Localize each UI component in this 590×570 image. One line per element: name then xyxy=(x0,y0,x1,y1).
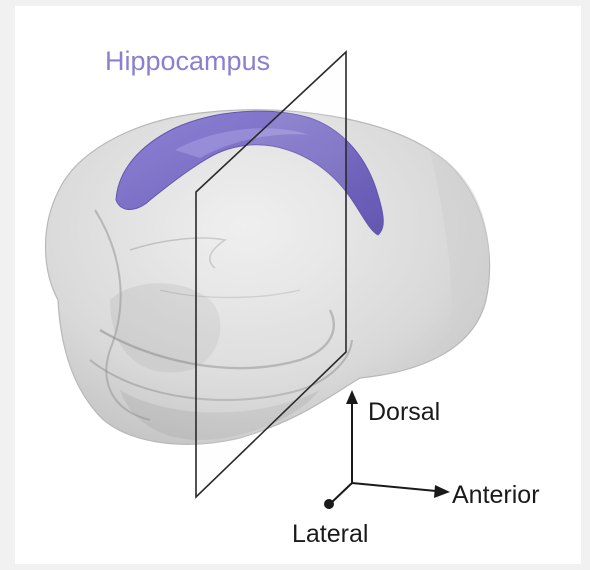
anterior-label: Anterior xyxy=(452,481,540,509)
lateral-label: Lateral xyxy=(292,520,368,548)
hippocampus-label: Hippocampus xyxy=(105,46,270,76)
dorsal-label: Dorsal xyxy=(368,398,440,426)
anterior-arrowhead xyxy=(434,485,450,498)
lateral-marker xyxy=(324,499,334,509)
dorsal-arrowhead xyxy=(346,390,358,404)
